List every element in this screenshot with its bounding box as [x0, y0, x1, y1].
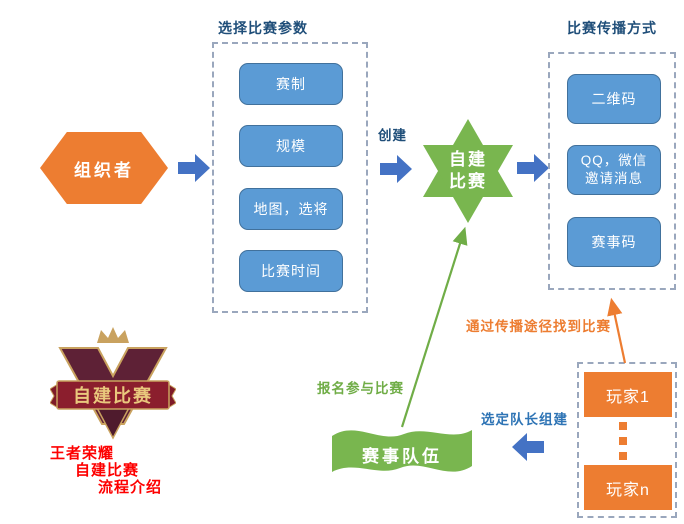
logo-ribbon: 自建比赛 [50, 380, 176, 410]
spread-item-qrcode: 二维码 [567, 74, 661, 124]
select-captain-label: 选定队长组建 [481, 412, 568, 427]
find-match-label: 通过传播途径找到比赛 [466, 319, 611, 334]
organizer-hexagon: 组织者 [40, 132, 168, 204]
players-ellipsis-icon [619, 422, 627, 460]
players-group-box: 玩家1 玩家n [577, 362, 677, 518]
create-label: 创建 [378, 128, 407, 143]
honor-of-kings-logo: 自建比赛 [50, 326, 176, 442]
spread-arrow-icon [517, 152, 550, 184]
player-box-n: 玩家n [584, 465, 672, 510]
wave-banner-icon [332, 430, 472, 472]
register-label: 报名参与比赛 [317, 381, 404, 396]
team-banner-label: 赛事队伍 [362, 446, 442, 466]
spread-group-box: 二维码 QQ，微信 邀请消息 赛事码 [548, 52, 676, 290]
star-shape-icon [423, 119, 513, 223]
register-arrow-icon [400, 226, 468, 428]
param-item-format: 赛制 [239, 63, 343, 105]
logo-caption: 王者荣耀 自建比赛 流程介绍 [50, 445, 162, 496]
caption-line-3: 流程介绍 [98, 479, 163, 496]
param-item-time: 比赛时间 [239, 250, 343, 292]
find-match-arrow-icon [607, 297, 627, 364]
params-group-title: 选择比赛参数 [218, 20, 308, 36]
spread-group-title: 比赛传播方式 [567, 20, 657, 36]
arrow-left-icon [511, 431, 544, 463]
caption-line-1: 王者荣耀 [50, 445, 115, 462]
player-box-1: 玩家1 [584, 372, 672, 417]
custom-match-label: 自建 比赛 [449, 149, 487, 191]
spread-item-match-code: 赛事码 [567, 217, 661, 267]
custom-match-star: 自建 比赛 [414, 117, 522, 225]
logo-crown-icon [97, 327, 129, 343]
spread-item-qq-wechat: QQ，微信 邀请消息 [567, 145, 661, 195]
param-item-map-pick: 地图，选将 [239, 188, 343, 230]
create-arrow-icon [380, 153, 413, 185]
team-banner: 赛事队伍 [330, 421, 474, 481]
params-group-box: 赛制 规模 地图，选将 比赛时间 [212, 42, 368, 313]
arrow-right-icon [178, 152, 211, 184]
logo-ribbon-label: 自建比赛 [73, 385, 153, 406]
organizer-label: 组织者 [74, 160, 134, 180]
param-item-scale: 规模 [239, 125, 343, 167]
caption-line-2: 自建比赛 [75, 462, 140, 479]
